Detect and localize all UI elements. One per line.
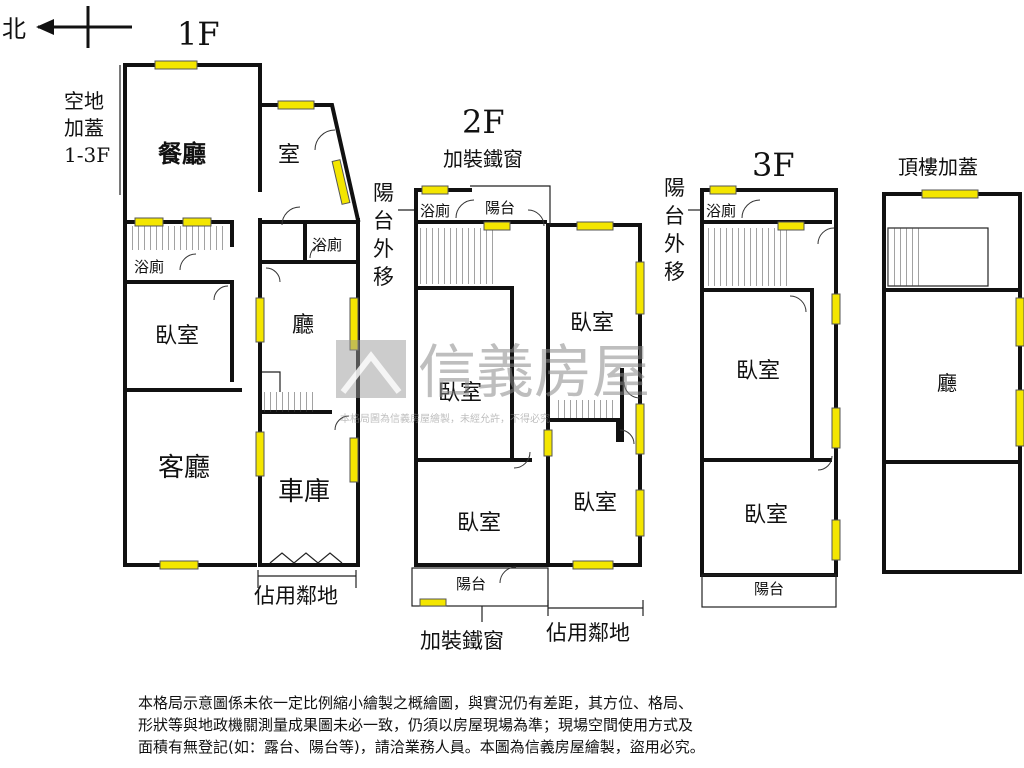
- floor-roof: 頂樓加蓋 廳: [882, 155, 1024, 574]
- f2-bed-bottom-right-label: 臥室: [573, 491, 617, 516]
- f1-bath-a-label: 浴廁: [312, 236, 342, 254]
- f3-balcony-label: 陽台: [754, 580, 784, 598]
- f1-side-note-1: 空地: [64, 89, 104, 113]
- f3-bed-top-label: 臥室: [736, 359, 780, 384]
- f1-bath-b-label: 浴廁: [134, 258, 164, 276]
- watermark-small: 本格局圖為信義房屋繪製，未經允許，不得必究: [340, 412, 550, 425]
- f1-side-note-2: 加蓋: [64, 116, 104, 140]
- watermark: 信義房屋 本格局圖為信義房屋繪製，未經允許，不得必究: [336, 338, 650, 425]
- f2-side-note-1: 陽: [373, 181, 394, 205]
- f2-side-note-3: 外: [373, 237, 394, 261]
- f2-bed-center-label: 臥室: [438, 381, 482, 406]
- disclaimer-line-3: 面積有無登記(如：露台、陽台等)，請洽業務人員。本圖為信義房屋繪製，盜用必究。: [138, 738, 705, 756]
- f1-bedroom-label: 臥室: [155, 324, 199, 349]
- f2-bed-right-top-label: 臥室: [570, 311, 614, 336]
- floor-title-3f: 3F: [752, 146, 795, 184]
- f1-room-label: 室: [278, 143, 300, 168]
- f3-side-note-4: 移: [664, 260, 685, 284]
- f3-bed-bottom-label: 臥室: [744, 503, 788, 528]
- f2-bottom-note-a: 加裝鐵窗: [420, 629, 504, 653]
- f2-bath-label: 浴廁: [420, 202, 450, 220]
- f2-side-note-2: 台: [373, 209, 394, 233]
- disclaimer-line-2: 形狀等與地政機關測量成果圖未必一致，仍須以房屋現場為準；現場空間使用方式及: [138, 716, 694, 734]
- floor-title-roof: 頂樓加蓋: [898, 155, 978, 179]
- floor-1f: 1F 空地 加蓋 1-3F: [64, 15, 361, 608]
- f1-garage-label: 車庫: [278, 477, 330, 507]
- disclaimer: 本格局示意圖係未依一定比例縮小繪製之概繪圖，與實況仍有差距，其方位、格局、 形狀…: [138, 692, 898, 758]
- f3-side-note-3: 外: [664, 232, 685, 256]
- f3-bath-label: 浴廁: [706, 202, 736, 220]
- north-arrow: 北: [2, 6, 132, 48]
- f1-living-label: 客廳: [158, 453, 210, 483]
- disclaimer-line-1: 本格局示意圖係未依一定比例縮小繪製之概繪圖，與實況仍有差距，其方位、格局、: [138, 694, 694, 712]
- roof-hall-label: 廳: [937, 371, 957, 395]
- f2-top-note: 加裝鐵窗: [443, 147, 523, 171]
- floor-3f: 3F 陽 台 外 移 浴廁 臥室 臥室 陽台: [664, 146, 841, 608]
- f2-balcony-bottom-label: 陽台: [456, 575, 486, 593]
- f3-side-note-2: 台: [664, 204, 685, 228]
- north-label: 北: [2, 15, 26, 43]
- floor-title-1f: 1F: [177, 15, 220, 53]
- watermark-brand: 信義房屋: [418, 338, 650, 406]
- f1-bottom-note: 佔用鄰地: [254, 584, 338, 608]
- floor-title-2f: 2F: [462, 103, 505, 141]
- floor-2f: 2F 加裝鐵窗 陽 台 外 移: [373, 103, 645, 653]
- f3-side-note-1: 陽: [664, 176, 685, 200]
- f1-side-note-3: 1-3F: [64, 143, 110, 167]
- f2-side-note-4: 移: [373, 265, 394, 289]
- f2-bottom-note-b: 佔用鄰地: [546, 621, 630, 645]
- f2-balcony-top-label: 陽台: [485, 199, 515, 217]
- f1-dining-label: 餐廳: [158, 140, 206, 168]
- f2-bed-bottom-left-label: 臥室: [457, 511, 501, 536]
- f1-hall-label: 廳: [292, 313, 314, 338]
